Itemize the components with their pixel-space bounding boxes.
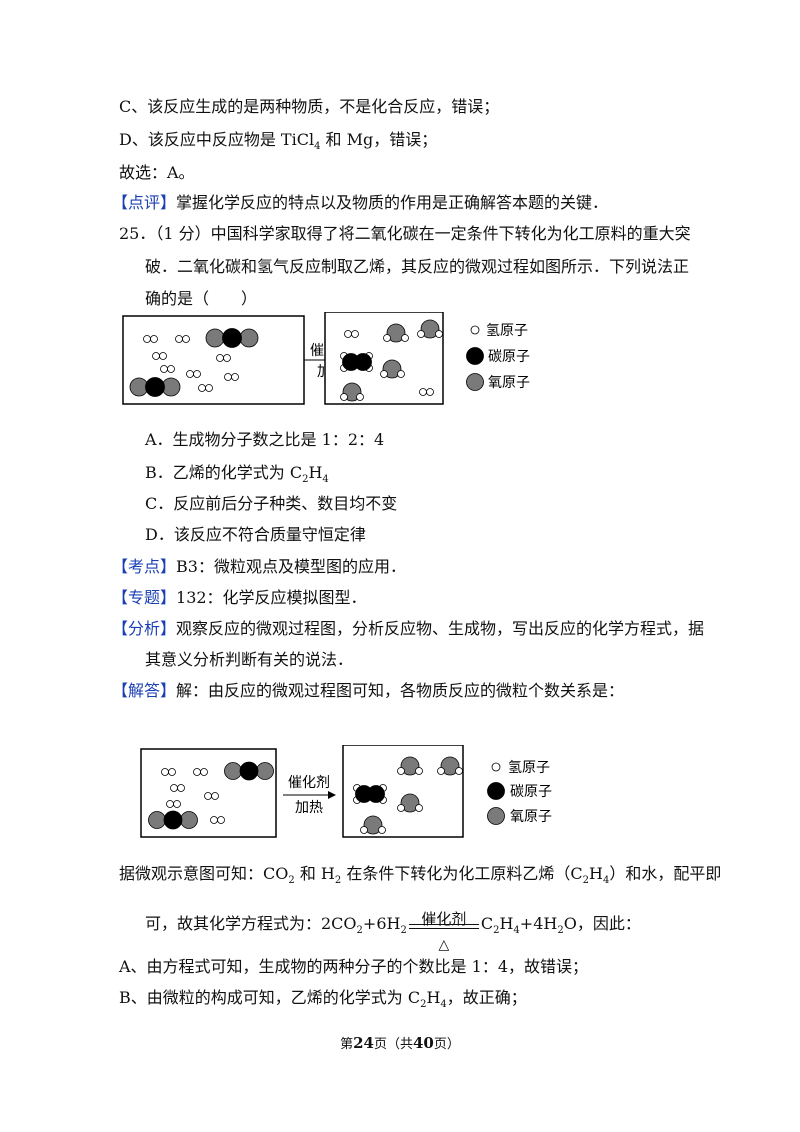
equals-sign	[408, 923, 479, 929]
subscript: 2	[582, 875, 589, 887]
legend	[466, 325, 484, 391]
hydrogen-legend-icon	[470, 325, 480, 335]
text: H	[499, 914, 514, 933]
question-25-line-1: 25．（1 分）中国科学家取得了将二氧化碳在一定条件下转化为化工原料的重大突	[119, 224, 691, 243]
subscript: 2	[493, 925, 500, 937]
subscript: 2	[356, 925, 363, 937]
hydrogen-molecules	[143, 335, 239, 392]
fenxi-text: 观察反应的微观过程图，分析反应物、生成物，写出反应的化学方程式，据	[176, 619, 705, 638]
text: 第	[340, 1037, 354, 1052]
subscript: 4	[322, 474, 329, 486]
zhuanti-tag: 【专题】	[112, 588, 177, 607]
text: ，故正确；	[446, 988, 527, 1007]
fenxi-tag: 【分析】	[112, 619, 177, 638]
arrow-label-bottom: 加热	[295, 800, 323, 816]
text: 在条件下转化为化工原料乙烯（C	[341, 864, 583, 883]
hydrogen-legend-icon	[491, 762, 501, 772]
legend-hydrogen-label: 氢原子	[486, 323, 528, 339]
legend-oxygen-label: 氧原子	[510, 809, 552, 825]
co2-molecule	[224, 761, 274, 781]
legend	[487, 762, 505, 825]
analysis-a: A、由方程式可知，生成物的两种分子的个数比是 1：4，故错误；	[119, 957, 589, 976]
option-a: A．生成物分子数之比是 1：2：4	[145, 430, 385, 449]
text: D、该反应中反应物是 TiCl	[119, 130, 315, 149]
text: 据微观示意图可知：CO	[119, 864, 289, 883]
subscript: 4	[440, 999, 447, 1011]
explanation-line-1: 据微观示意图可知：CO2 和 H2 在条件下转化为化工原料乙烯（C2H4）和水，…	[119, 864, 721, 891]
legend-hydrogen-label: 氢原子	[508, 760, 550, 776]
text: 和 Mg，错误；	[320, 130, 438, 149]
review-line: 【点评】掌握化学反应的特点以及物质的作用是正确解答本题的关键．	[112, 193, 608, 213]
jieda-line: 【解答】解：由反应的微观过程图可知，各物质反应的微粒个数关系是：	[112, 681, 624, 701]
oxygen-legend-icon	[487, 807, 505, 825]
text: B、由微粒的构成可知，乙烯的化学式为 C	[119, 988, 421, 1007]
co2-molecule	[205, 328, 259, 348]
text: +4H	[519, 914, 558, 933]
text: ）和水，配平即	[609, 864, 722, 883]
text: 页）	[433, 1037, 460, 1052]
text: O，因此：	[563, 914, 641, 933]
option-d-explanation: D、该反应中反应物是 TiCl4 和 Mg，错误；	[119, 130, 437, 157]
review-tag: 【点评】	[112, 193, 177, 212]
hydrogen-molecules	[161, 768, 219, 808]
subscript: 2	[420, 999, 427, 1011]
text: H	[308, 463, 323, 482]
analysis-b: B、由微粒的构成可知，乙烯的化学式为 C2H4，故正确；	[119, 988, 527, 1015]
subscript: 4	[513, 925, 520, 937]
kaodian-tag: 【考点】	[112, 557, 177, 576]
page-total: 40	[413, 1034, 434, 1052]
subscript: 2	[334, 875, 342, 887]
subscript: 4	[602, 875, 610, 887]
page-footer: 第24页（共40页）	[0, 1033, 800, 1052]
heat-symbol: △	[438, 936, 450, 953]
product-molecules	[340, 319, 443, 402]
subscript: 2	[288, 875, 295, 887]
co2-molecule	[148, 810, 198, 830]
zhuanti-line: 【专题】132：化学反应模拟图型．	[112, 588, 367, 608]
zhuanti-text: 132：化学反应模拟图型．	[176, 588, 367, 607]
text: 页（共	[373, 1037, 413, 1052]
subscript: 2	[557, 925, 564, 937]
option-c-explanation: C、该反应生成的是两种物质，不是化合反应，错误；	[119, 97, 500, 116]
legend-oxygen-label: 氧原子	[488, 375, 530, 391]
kaodian-text: B3：微粒观点及模型图的应用．	[176, 557, 406, 576]
jieda-text: 解：由反应的微观过程图可知，各物质反应的微粒个数关系是：	[176, 681, 625, 700]
text: H	[588, 864, 603, 883]
fenxi-line-2: 其意义分析判断有关的说法．	[145, 650, 354, 669]
fenxi-line: 【分析】观察反应的微观过程图，分析反应物、生成物，写出反应的化学方程式，据	[112, 619, 704, 639]
reaction-condition: 催化剂 △	[408, 907, 479, 953]
subscript: 2	[302, 474, 309, 486]
option-d: D．该反应不符合质量守恒定律	[145, 525, 366, 544]
product-molecules	[353, 756, 463, 835]
review-text: 掌握化学反应的特点以及物质的作用是正确解答本题的关键．	[176, 193, 609, 212]
carbon-legend-icon	[466, 347, 484, 365]
carbon-legend-icon	[487, 782, 505, 800]
jieda-tag: 【解答】	[112, 681, 177, 700]
oxygen-legend-icon	[466, 373, 484, 391]
question-25-line-2: 破．二氧化碳和氢气反应制取乙烯，其反应的微观过程如图所示．下列说法正	[145, 257, 690, 276]
legend-carbon-label: 碳原子	[488, 349, 530, 365]
kaodian-line: 【考点】B3：微粒观点及模型图的应用．	[112, 557, 406, 577]
text: H	[426, 988, 441, 1007]
answer-selection: 故选：A。	[119, 163, 195, 182]
text: B．乙烯的化学式为 C	[145, 463, 303, 482]
subscript: 2	[400, 925, 407, 937]
legend-carbon-label: 碳原子	[510, 784, 552, 800]
option-c: C．反应前后分子种类、数目均不变	[145, 494, 398, 513]
text: +6H	[362, 914, 401, 933]
co2-molecule	[129, 377, 181, 397]
page-number: 24	[353, 1034, 374, 1052]
text: C	[480, 914, 494, 933]
text: 和 H	[294, 864, 335, 883]
reaction-diagram-1: 催化剂 加热 氢原子 碳原子 氧原子	[122, 312, 530, 405]
text: 可，故其化学方程式为：2CO	[145, 914, 357, 933]
subscript: 4	[314, 141, 321, 153]
reaction-diagram-2: 催化剂 加热 氢原子 碳原子 氧原子	[140, 745, 552, 838]
option-b: B．乙烯的化学式为 C2H4	[145, 463, 329, 490]
arrow-label-top: 催化剂	[288, 775, 330, 791]
question-25-line-3: 确的是（ ）	[145, 289, 258, 308]
catalyst-label: 催化剂	[421, 909, 467, 928]
